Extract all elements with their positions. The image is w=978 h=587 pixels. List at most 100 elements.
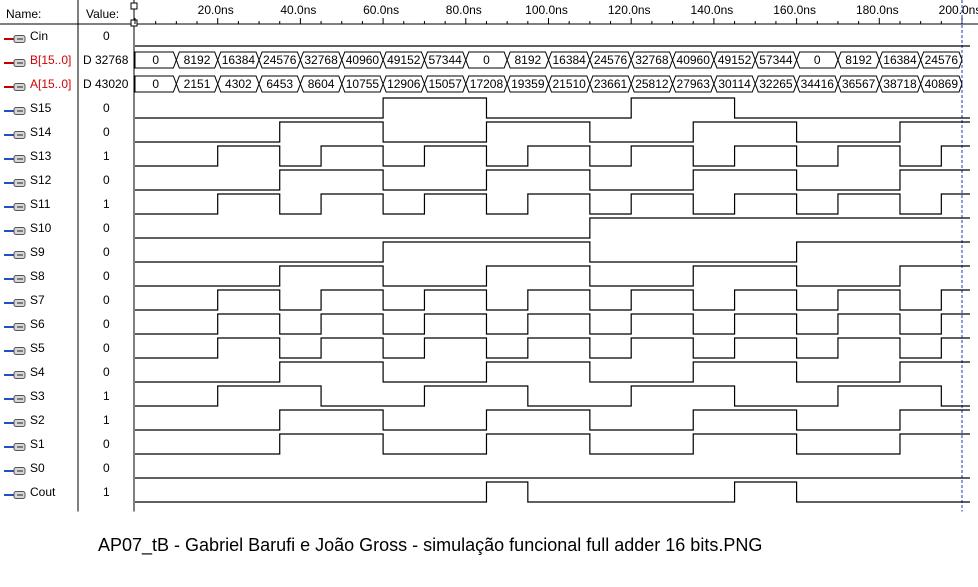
output-pin-icon [4, 320, 26, 331]
bus-segment [217, 51, 260, 69]
bus-segment [465, 51, 508, 69]
bus-segment [920, 51, 963, 69]
waveform-cout[interactable] [135, 481, 970, 503]
waveform-s6[interactable] [135, 313, 970, 335]
signal-value: 0 [103, 365, 110, 379]
signal-name[interactable]: Cin [30, 29, 49, 43]
signal-name[interactable]: S13 [30, 149, 52, 163]
bus-segment-value: 36567 [842, 77, 876, 91]
bus-segment [341, 75, 384, 93]
bus-segment [547, 51, 591, 69]
signal-name[interactable]: S8 [30, 269, 45, 283]
waveform-s4[interactable] [135, 361, 970, 383]
signal-name[interactable]: S15 [30, 101, 52, 115]
bus-segment [258, 75, 301, 93]
bus-segment [713, 75, 756, 93]
bus-segment-value: 38718 [883, 77, 917, 91]
output-pin-icon [4, 416, 26, 427]
waveform-s2[interactable] [135, 409, 970, 431]
bus-segment-value: 24576 [594, 53, 628, 67]
signal-value: 0 [103, 461, 110, 475]
bus-segment-value: 8192 [845, 53, 872, 67]
signal-name[interactable]: S11 [30, 197, 51, 211]
output-pin-icon [4, 272, 26, 283]
signal-name[interactable]: S14 [30, 125, 52, 139]
bus-segment [630, 75, 674, 93]
signal-name[interactable]: S10 [30, 221, 52, 235]
signal-name[interactable]: S6 [30, 317, 45, 331]
signal-name[interactable]: S2 [30, 413, 45, 427]
output-pin-icon [4, 152, 26, 163]
ruler-label: 140.0ns [691, 3, 734, 17]
waveform-s1[interactable] [135, 433, 970, 455]
signal-name[interactable]: B[15..0] [30, 53, 72, 67]
time-bar-handle-top[interactable] [130, 2, 138, 10]
input-pin-icon [4, 32, 26, 43]
bus-segment [754, 75, 798, 93]
waveform-s12[interactable] [135, 169, 970, 191]
bus-segment-value: 24576 [263, 53, 297, 67]
bus-segment-value: 49152 [718, 53, 752, 67]
bus-segment [754, 51, 798, 69]
waveform-s3[interactable] [135, 385, 970, 407]
bus-segment-value: 12906 [387, 77, 421, 91]
bus-segment [299, 75, 343, 93]
signal-name[interactable]: A[15..0] [30, 77, 72, 91]
waveform-s9[interactable] [135, 241, 970, 263]
bus-segment [423, 75, 467, 93]
signal-name[interactable]: S1 [30, 437, 45, 451]
signal-name[interactable]: S9 [30, 245, 45, 259]
bus-segment [175, 51, 219, 69]
waveform-s11[interactable] [135, 193, 970, 215]
signal-value: 1 [103, 149, 110, 163]
time-bar-handle-bottom[interactable] [130, 19, 138, 27]
bus-segment-value: 32265 [759, 77, 793, 91]
output-pin-icon [4, 344, 26, 355]
bus-segment [382, 75, 425, 93]
bus-segment-value: 57344 [759, 53, 793, 67]
bus-segment-value: 8604 [308, 77, 335, 91]
bus-segment [796, 51, 839, 69]
waveform-s14[interactable] [135, 121, 970, 143]
bus-segment [672, 75, 715, 93]
ruler-label: 160.0ns [773, 3, 816, 17]
bus-segment [382, 51, 425, 69]
bus-segment [341, 51, 384, 69]
bus-segment [175, 75, 219, 93]
input-pin-icon [4, 56, 26, 67]
signal-name[interactable]: S3 [30, 389, 45, 403]
signal-name[interactable]: S12 [30, 173, 52, 187]
bus-segment-value: 0 [483, 53, 490, 67]
bus-segment-value: 40869 [925, 77, 959, 91]
waveform-s7[interactable] [135, 289, 970, 311]
bus-segment-value: 0 [152, 77, 159, 91]
value-column-header: Value: [86, 7, 120, 21]
ruler-label: 20.0ns [198, 3, 234, 17]
bus-segment-value: 15057 [428, 77, 462, 91]
waveform-s5[interactable] [135, 337, 970, 359]
caption: AP07_tB - Gabriel Barufi e João Gross - … [98, 535, 763, 555]
signal-name[interactable]: S7 [30, 293, 45, 307]
bus-segment [506, 51, 550, 69]
signal-name[interactable]: S5 [30, 341, 45, 355]
waveform-s15[interactable] [135, 97, 970, 119]
signal-name[interactable]: Cout [30, 485, 56, 499]
output-pin-icon [4, 464, 26, 475]
bus-segment-value: 23661 [594, 77, 628, 91]
ruler-label: 40.0ns [280, 3, 316, 17]
waveform-s13[interactable] [135, 145, 970, 167]
signal-value: 1 [103, 413, 110, 427]
waveform-s10[interactable] [135, 217, 970, 239]
signal-name[interactable]: S4 [30, 365, 45, 379]
bus-segment-value: 10755 [346, 77, 380, 91]
bus-segment [547, 75, 591, 93]
bus-segment [672, 51, 715, 69]
bus-segment-value: 8192 [184, 53, 211, 67]
signal-name[interactable]: S0 [30, 461, 45, 475]
signal-value: 0 [103, 293, 110, 307]
waveform-s8[interactable] [135, 265, 970, 287]
output-pin-icon [4, 128, 26, 139]
